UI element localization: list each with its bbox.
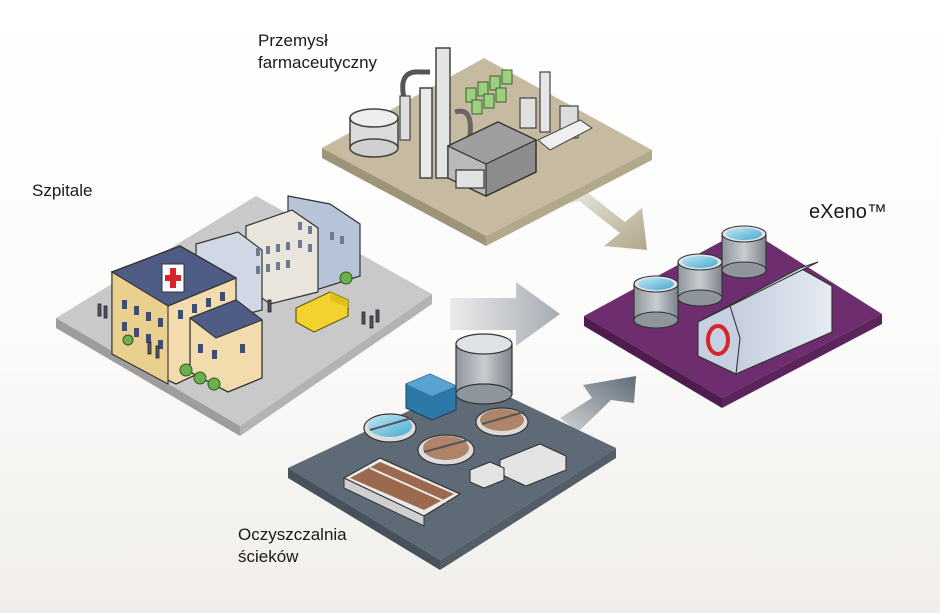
exeno-platform [584,225,882,408]
pump-house-icon [469,443,567,489]
label-exeno-line-1: eXeno™ [809,201,887,223]
flow-arrow-wwtp-to-exeno [560,376,636,432]
blue-containers-icon [405,373,457,421]
clarifier-sludge-icon [417,434,475,466]
label-wwtp-line-1: Oczyszczalnia [238,525,347,544]
pharma-industry-platform [322,47,652,246]
red-cross-icon [161,263,185,293]
label-wastewater-plant: Oczyszczalnia ścieków [238,524,347,568]
label-pharma-industry: Przemysł farmaceutyczny [258,30,377,74]
clarifier-sludge-2-icon [475,407,529,437]
label-hospitals-line-1: Szpitale [32,181,93,200]
clarifier-clean-water-icon [363,413,417,443]
red-ring-logo-icon [706,324,730,356]
hospitals-platform [56,195,432,436]
reactor-vessels-icon [519,71,593,151]
treatment-hall-icon [697,261,833,375]
wastewater-plant-platform [288,333,616,570]
green-storage-drums-icon [465,69,513,115]
label-wwtp-line-2: ścieków [238,547,299,566]
trees-icon [122,271,353,391]
flow-arrow-pharma-to-exeno [560,190,647,250]
hospital-building-icon [110,245,264,393]
flow-arrow-hospitals-to-exeno [450,282,560,346]
exeno-tank-1-icon [633,275,679,329]
pedestrians-icon [97,299,380,359]
label-hospitals: Szpitale [32,180,92,202]
exeno-tank-3-icon [721,225,767,279]
label-pharma-line-1: Przemysł [258,31,328,50]
delivery-van-icon [295,291,349,333]
storage-tank-icon [349,108,399,158]
label-exeno: eXeno™ [809,200,887,224]
aeration-basin-icon [342,457,462,527]
factory-building-icon [446,121,538,197]
distillation-column-icon [399,47,473,179]
label-pharma-line-2: farmaceutyczny [258,53,378,72]
digester-tank-icon [455,333,513,405]
exeno-tank-2-icon [677,253,723,307]
